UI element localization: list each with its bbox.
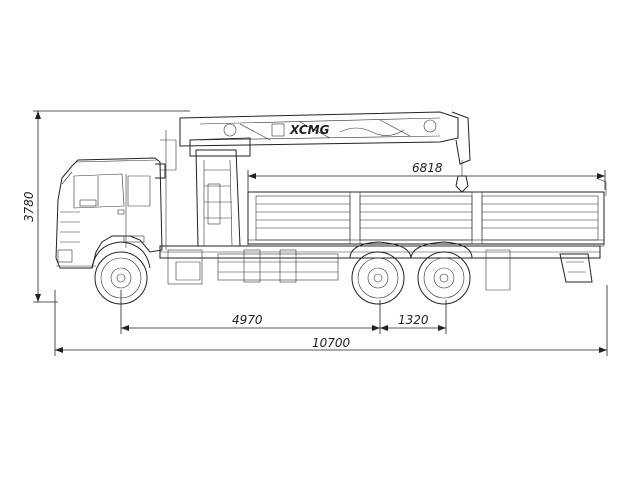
overall-length-dimension: 10700 (54, 285, 608, 356)
body-length-label: 6818 (412, 161, 443, 175)
rear-wheel-2 (417, 251, 471, 305)
truck-cab (55, 157, 166, 269)
wheelbase-label: 4970 (232, 313, 263, 327)
body-length-dimension: 6818 (247, 161, 606, 195)
rear-marker (595, 177, 607, 196)
rear-wheel-1 (351, 251, 405, 305)
overall-length-label: 10700 (312, 336, 351, 350)
cargo-body (247, 191, 605, 247)
tandem-dimension: 1320 (380, 300, 447, 334)
boom-decal (339, 127, 405, 136)
crane-brand-label: XCMG (289, 123, 330, 137)
crane: XCMG (160, 111, 471, 250)
wheelbase-dimension: 4970 (120, 290, 381, 334)
front-wheel (91, 241, 151, 305)
cargo-slats (256, 203, 598, 229)
height-dimension: 3780 (22, 110, 190, 303)
tandem-label: 1320 (398, 313, 429, 327)
height-label: 3780 (22, 191, 36, 222)
